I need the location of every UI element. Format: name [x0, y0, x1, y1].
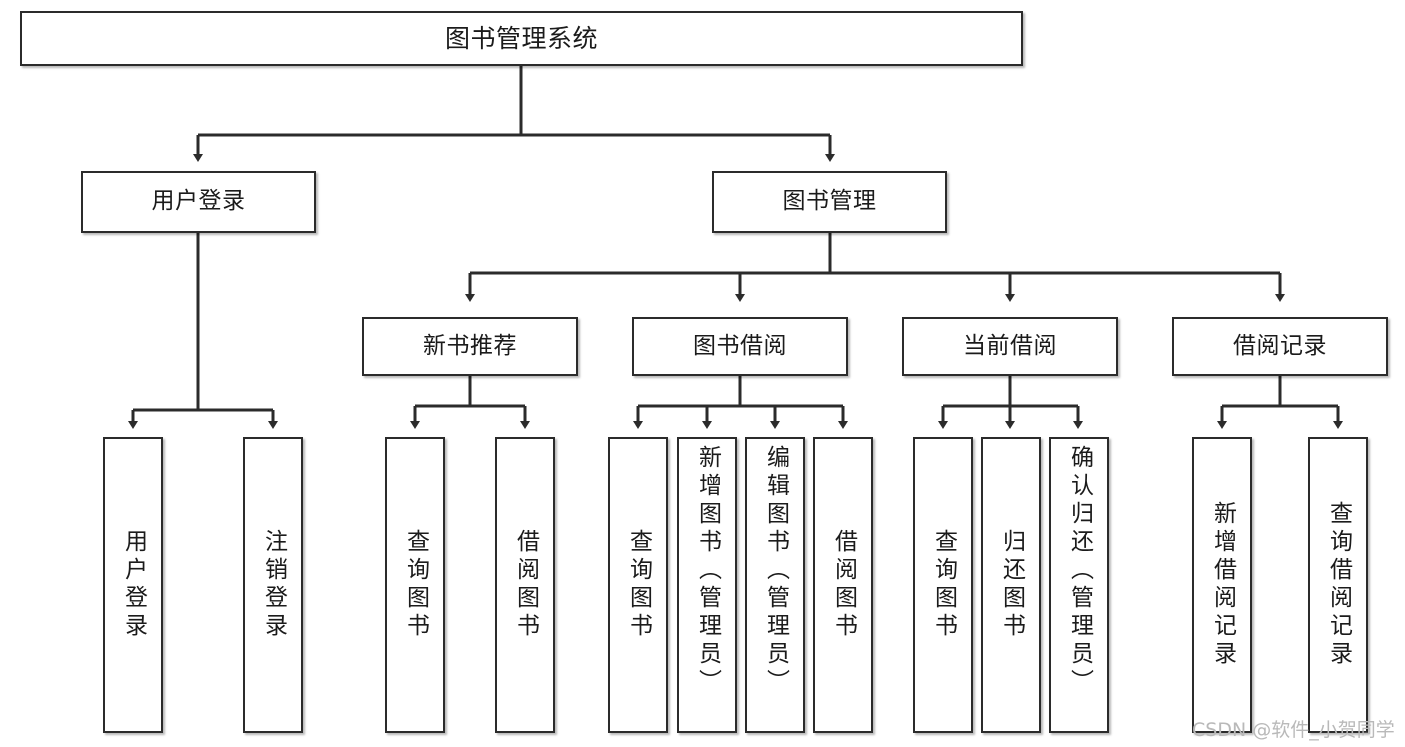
node-label: 归还图书 [998, 529, 1025, 641]
node-label: 借阅记录 [1233, 332, 1327, 359]
node-label: 查询借阅记录 [1325, 501, 1352, 669]
node-leaf-book-borrow-edit[interactable]: 编辑图书（管理员） [745, 437, 805, 733]
node-label: 图书管理 [782, 188, 877, 215]
node-label: 用户登录 [120, 529, 147, 641]
node-label: 当前借阅 [963, 332, 1057, 359]
node-leaf-current-borrow-return[interactable]: 归还图书 [981, 437, 1041, 733]
node-label: 新增借阅记录 [1209, 501, 1236, 669]
node-book-borrow[interactable]: 图书借阅 [632, 317, 848, 376]
node-current-borrow[interactable]: 当前借阅 [902, 317, 1118, 376]
node-leaf-borrow-record-query[interactable]: 查询借阅记录 [1308, 437, 1368, 733]
node-leaf-borrow-record-add[interactable]: 新增借阅记录 [1192, 437, 1252, 733]
node-label: 借阅图书 [512, 529, 539, 641]
node-leaf-new-book-query[interactable]: 查询图书 [385, 437, 445, 733]
node-borrow-record[interactable]: 借阅记录 [1172, 317, 1388, 376]
node-leaf-book-borrow-query[interactable]: 查询图书 [608, 437, 668, 733]
node-book-management[interactable]: 图书管理 [712, 171, 947, 233]
node-leaf-user-login-login[interactable]: 用户登录 [103, 437, 163, 733]
node-leaf-book-borrow-add[interactable]: 新增图书（管理员） [677, 437, 737, 733]
node-label: 图书管理系统 [444, 23, 598, 53]
node-user-login[interactable]: 用户登录 [81, 171, 316, 233]
node-label: 查询图书 [625, 529, 652, 641]
node-label: 注销登录 [260, 529, 287, 641]
node-label: 查询图书 [930, 529, 957, 641]
watermark-text: CSDN @软件_小贺同学 [1192, 719, 1395, 741]
node-label: 新增图书（管理员） [694, 445, 721, 697]
node-label: 新书推荐 [423, 332, 517, 359]
node-new-book-recommend[interactable]: 新书推荐 [362, 317, 578, 376]
node-label: 编辑图书（管理员） [762, 445, 789, 697]
node-root-system[interactable]: 图书管理系统 [20, 11, 1023, 66]
node-leaf-new-book-borrow[interactable]: 借阅图书 [495, 437, 555, 733]
node-label: 图书借阅 [693, 332, 787, 359]
node-leaf-user-login-logout[interactable]: 注销登录 [243, 437, 303, 733]
node-leaf-book-borrow-borrow[interactable]: 借阅图书 [813, 437, 873, 733]
node-label: 用户登录 [151, 188, 246, 215]
node-leaf-current-borrow-query[interactable]: 查询图书 [913, 437, 973, 733]
node-label: 查询图书 [402, 529, 429, 641]
node-label: 借阅图书 [830, 529, 857, 641]
node-leaf-current-borrow-confirm[interactable]: 确认归还（管理员） [1049, 437, 1109, 733]
node-label: 确认归还（管理员） [1066, 445, 1093, 697]
